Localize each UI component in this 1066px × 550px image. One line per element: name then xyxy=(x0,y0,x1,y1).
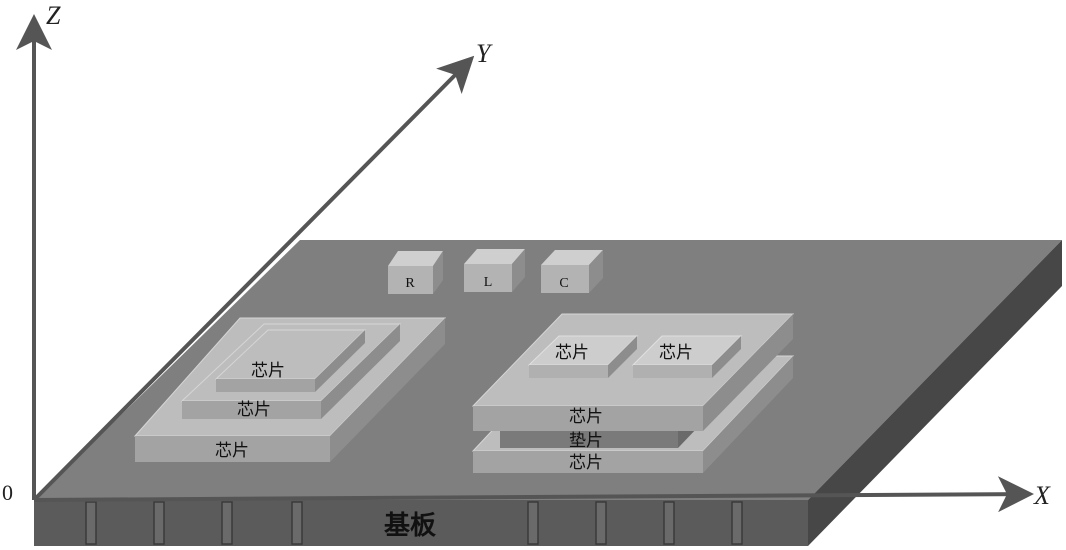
substrate-side-face xyxy=(808,240,1062,546)
substrate-label: 基板 xyxy=(384,511,436,541)
x-axis-label: X xyxy=(1033,481,1051,510)
z-axis-label: Z xyxy=(46,1,61,30)
right-chip-top-left: 芯片 xyxy=(527,335,639,378)
left-chip-middle-label: 芯片 xyxy=(237,400,271,420)
left-chip-top-label: 芯片 xyxy=(251,361,285,381)
right-chip-lower-label: 芯片 xyxy=(569,453,603,473)
via-slot xyxy=(85,501,97,545)
y-axis-label: Y xyxy=(476,39,493,68)
substrate-vias xyxy=(85,501,743,545)
passive-c-label: C xyxy=(559,276,568,291)
right-chip-top-left-label: 芯片 xyxy=(555,343,589,363)
right-chip-top-right-label: 芯片 xyxy=(659,343,693,363)
origin-label: 0 xyxy=(2,480,13,505)
via-slot xyxy=(221,501,233,545)
via-slot xyxy=(153,501,165,545)
right-chip-upper-label: 芯片 xyxy=(569,407,603,427)
passive-r-label: R xyxy=(405,276,415,291)
y-axis xyxy=(32,55,475,502)
via-slot xyxy=(527,501,539,545)
right-spacer-label: 垫片 xyxy=(569,431,603,451)
via-slot xyxy=(731,501,743,545)
passive-l-label: L xyxy=(484,275,493,290)
axes xyxy=(15,14,1034,513)
left-chip-bottom-label: 芯片 xyxy=(215,441,249,461)
left-chip-top: 芯片 xyxy=(214,329,367,392)
via-slot xyxy=(595,501,607,545)
passive-l: L xyxy=(464,249,525,292)
x-axis xyxy=(33,476,1034,513)
passive-r: R xyxy=(388,251,443,294)
passive-c: C xyxy=(541,250,603,293)
via-slot xyxy=(291,501,303,545)
right-chip-top-right: 芯片 xyxy=(631,335,743,378)
via-slot xyxy=(663,501,675,545)
